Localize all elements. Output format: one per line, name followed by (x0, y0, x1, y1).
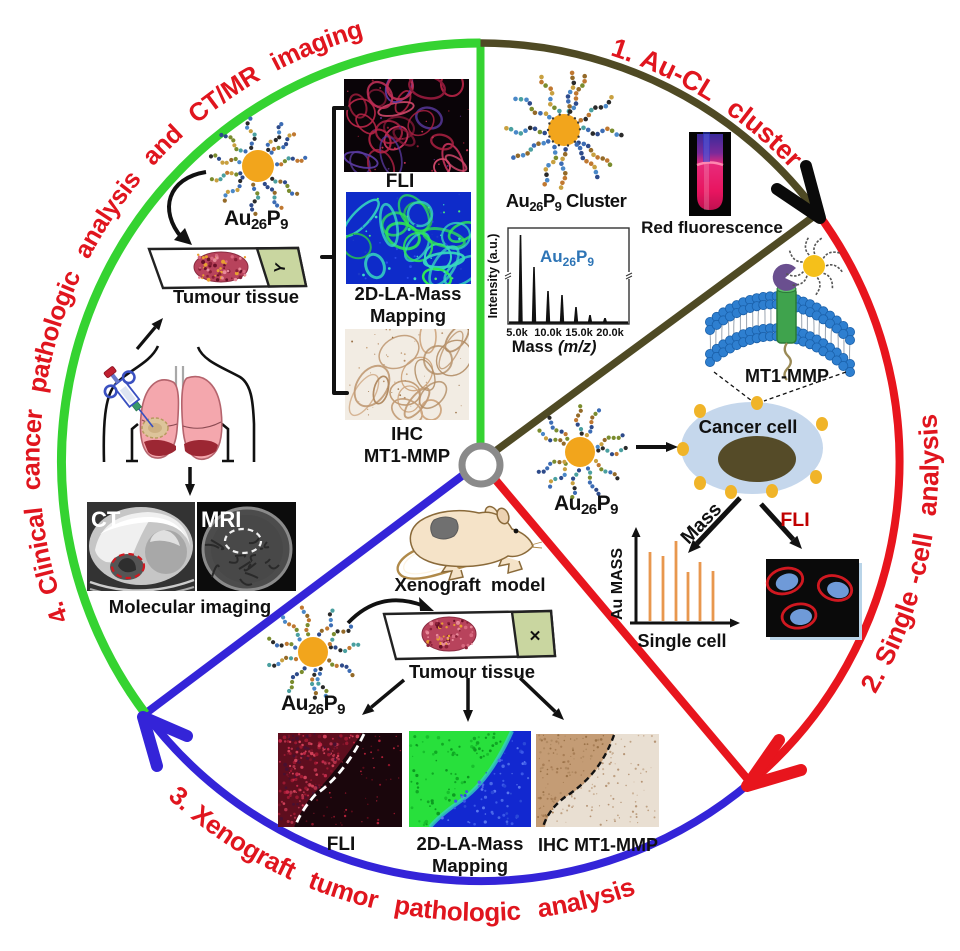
svg-text:CT: CT (91, 507, 121, 532)
svg-text:2D-LA-Mass: 2D-LA-Mass (355, 283, 462, 304)
svg-text:IHC MT1-MMP: IHC MT1-MMP (538, 835, 658, 855)
svg-text:Y: Y (271, 262, 289, 275)
svg-text:15.0k: 15.0k (565, 327, 593, 339)
svg-text:2D-LA-Mass: 2D-LA-Mass (417, 833, 524, 854)
svg-text:Au26P9 Cluster: Au26P9 Cluster (506, 190, 627, 214)
svg-text:10.0k: 10.0k (534, 327, 562, 339)
svg-text:Cancer cell: Cancer cell (699, 416, 798, 437)
svg-text:Au26P9: Au26P9 (540, 247, 594, 269)
svg-text:IHC: IHC (391, 423, 423, 444)
svg-text:Mass: Mass (512, 338, 553, 356)
svg-text:Tumour tissue: Tumour tissue (173, 286, 299, 307)
svg-text:FLI: FLI (780, 509, 809, 531)
svg-text:✕: ✕ (529, 628, 542, 645)
svg-text:Au26P9: Au26P9 (224, 207, 288, 233)
svg-text:5.0k: 5.0k (506, 327, 528, 339)
svg-text:(m/z): (m/z) (558, 338, 597, 356)
svg-text:FLI: FLI (386, 171, 415, 192)
svg-text:Mapping: Mapping (370, 305, 446, 326)
svg-text:Red fluorescence: Red fluorescence (641, 218, 783, 237)
svg-text:MT1-MMP: MT1-MMP (364, 445, 450, 466)
svg-text:MT1-MMP: MT1-MMP (745, 366, 829, 386)
svg-text:Au MASS: Au MASS (609, 548, 626, 620)
svg-text:Mapping: Mapping (432, 855, 508, 876)
svg-text:20.0k: 20.0k (596, 327, 624, 339)
svg-text:Intensity (a.u.): Intensity (a.u.) (486, 234, 500, 319)
svg-text:Tumour tissue: Tumour tissue (409, 661, 535, 682)
svg-text:FLI: FLI (327, 834, 356, 855)
svg-text:MRI: MRI (201, 507, 241, 532)
svg-text:Single cell: Single cell (637, 631, 726, 651)
svg-text:Molecular imaging: Molecular imaging (109, 596, 271, 617)
svg-text:Xenograft model: Xenograft model (394, 574, 545, 595)
